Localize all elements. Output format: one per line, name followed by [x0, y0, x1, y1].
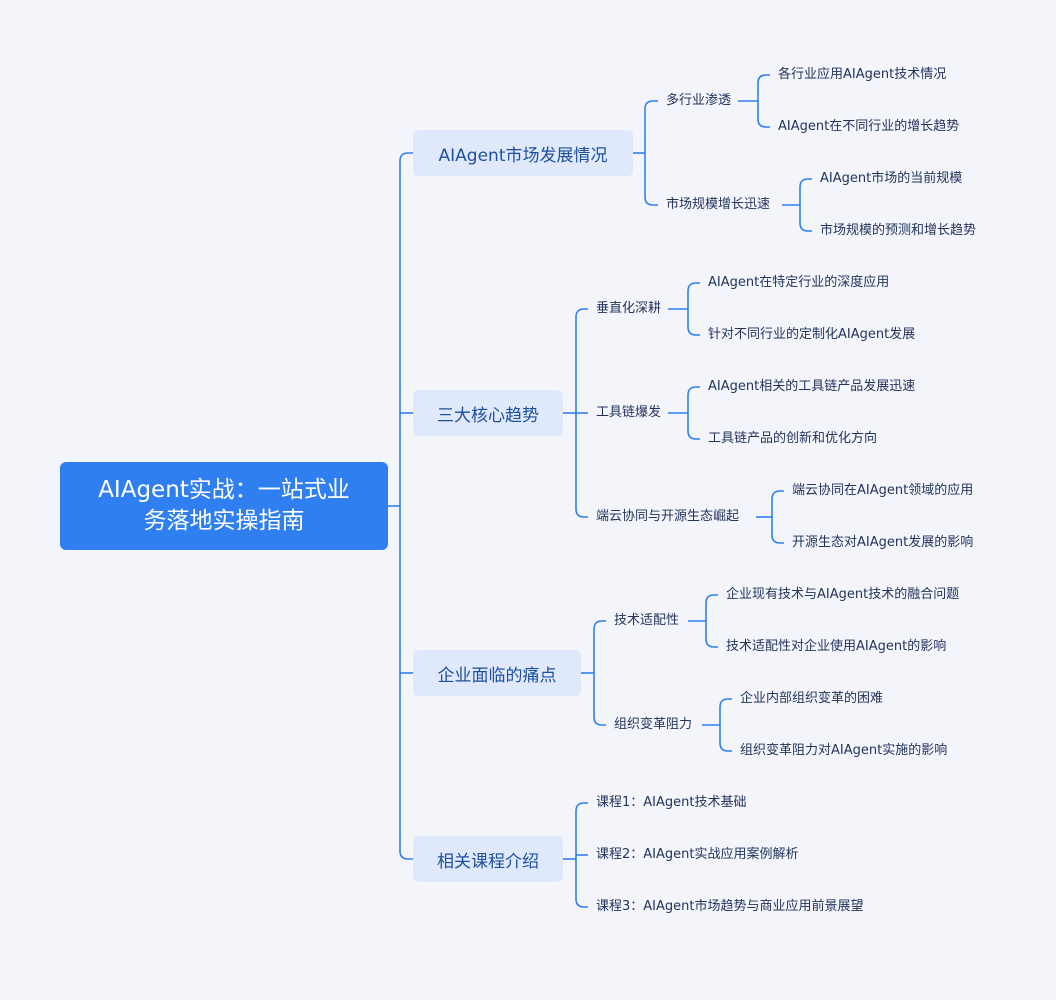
root-node[interactable]: AIAgent实战：一站式业务落地实操指南: [60, 462, 388, 550]
branch-node-courses[interactable]: 相关课程介绍: [413, 836, 563, 882]
leaf-node[interactable]: 技术适配性对企业使用AIAgent的影响: [726, 639, 947, 654]
b0s0-link-elbow-0: [757, 74, 770, 84]
leaf-node[interactable]: 开源生态对AIAgent发展的影响: [792, 535, 974, 550]
b1s0-link-elbow-0: [687, 282, 700, 292]
sub-node-edge-cloud[interactable]: 端云协同与开源生态崛起: [596, 509, 740, 524]
sub-node-toolchain[interactable]: 工具链爆发: [596, 405, 662, 420]
b2s0-link-elbow-1: [705, 638, 718, 648]
b1s2-link-elbow-1: [771, 534, 784, 544]
leaf-node[interactable]: 组织变革阻力对AIAgent实施的影响: [740, 743, 948, 758]
branch-node-core-trends[interactable]: 三大核心趋势: [413, 390, 563, 436]
leaf-node[interactable]: 市场规模的预测和增长趋势: [820, 223, 977, 238]
root-link-elbow-3: [399, 850, 413, 860]
leaf-node[interactable]: 企业现有技术与AIAgent技术的融合问题: [726, 587, 960, 602]
b0-link-elbow-1: [644, 196, 658, 206]
leaf-node[interactable]: AIAgent在特定行业的深度应用: [708, 275, 890, 290]
b2-link-elbow-0: [593, 620, 606, 630]
b1s2-link-elbow-0: [771, 490, 784, 500]
b0s1-link-elbow-1: [799, 222, 812, 232]
b0-link-elbow-0: [644, 100, 658, 110]
sub-node-tech-adaptation[interactable]: 技术适配性: [614, 613, 680, 628]
root-link-elbow-0: [399, 152, 413, 162]
b1s1-link-elbow-0: [687, 386, 700, 396]
b3-link-elbow-2: [575, 898, 588, 908]
b2s1-link-elbow-0: [719, 698, 732, 708]
b3-link-elbow-0: [575, 802, 588, 812]
sub-node-industry-penetration[interactable]: 多行业渗透: [666, 93, 732, 108]
leaf-node[interactable]: 工具链产品的创新和优化方向: [708, 431, 878, 446]
branch-node-pain-points[interactable]: 企业面临的痛点: [413, 650, 581, 696]
b1s0-link-elbow-1: [687, 326, 700, 336]
leaf-node[interactable]: AIAgent在不同行业的增长趋势: [778, 119, 960, 134]
sub-node-vertical[interactable]: 垂直化深耕: [596, 301, 662, 316]
leaf-node[interactable]: 端云协同在AIAgent领域的应用: [792, 483, 974, 498]
b2-link-elbow-1: [593, 716, 606, 726]
b1-link-elbow-2: [575, 508, 588, 518]
branch-node-market[interactable]: AIAgent市场发展情况: [413, 130, 633, 176]
b0s1-link-elbow-0: [799, 178, 812, 188]
b2s1-link-elbow-1: [719, 742, 732, 752]
b2s0-link-elbow-0: [705, 594, 718, 604]
sub-node-org-resistance[interactable]: 组织变革阻力: [614, 717, 693, 732]
leaf-node[interactable]: 各行业应用AIAgent技术情况: [778, 67, 947, 82]
b1-link-elbow-0: [575, 308, 588, 318]
leaf-node[interactable]: AIAgent相关的工具链产品发展迅速: [708, 379, 916, 394]
course-item-1[interactable]: 课程1：AIAgent技术基础: [596, 795, 747, 810]
leaf-node[interactable]: AIAgent市场的当前规模: [820, 171, 963, 186]
leaf-node[interactable]: 针对不同行业的定制化AIAgent发展: [708, 327, 916, 342]
leaf-node[interactable]: 企业内部组织变革的困难: [740, 691, 884, 706]
sub-node-market-size[interactable]: 市场规模增长迅速: [666, 197, 771, 212]
course-item-2[interactable]: 课程2：AIAgent实战应用案例解析: [596, 847, 799, 862]
b1s1-link-elbow-1: [687, 430, 700, 440]
course-item-3[interactable]: 课程3：AIAgent市场趋势与商业应用前景展望: [596, 899, 864, 914]
b0s0-link-elbow-1: [757, 118, 770, 128]
